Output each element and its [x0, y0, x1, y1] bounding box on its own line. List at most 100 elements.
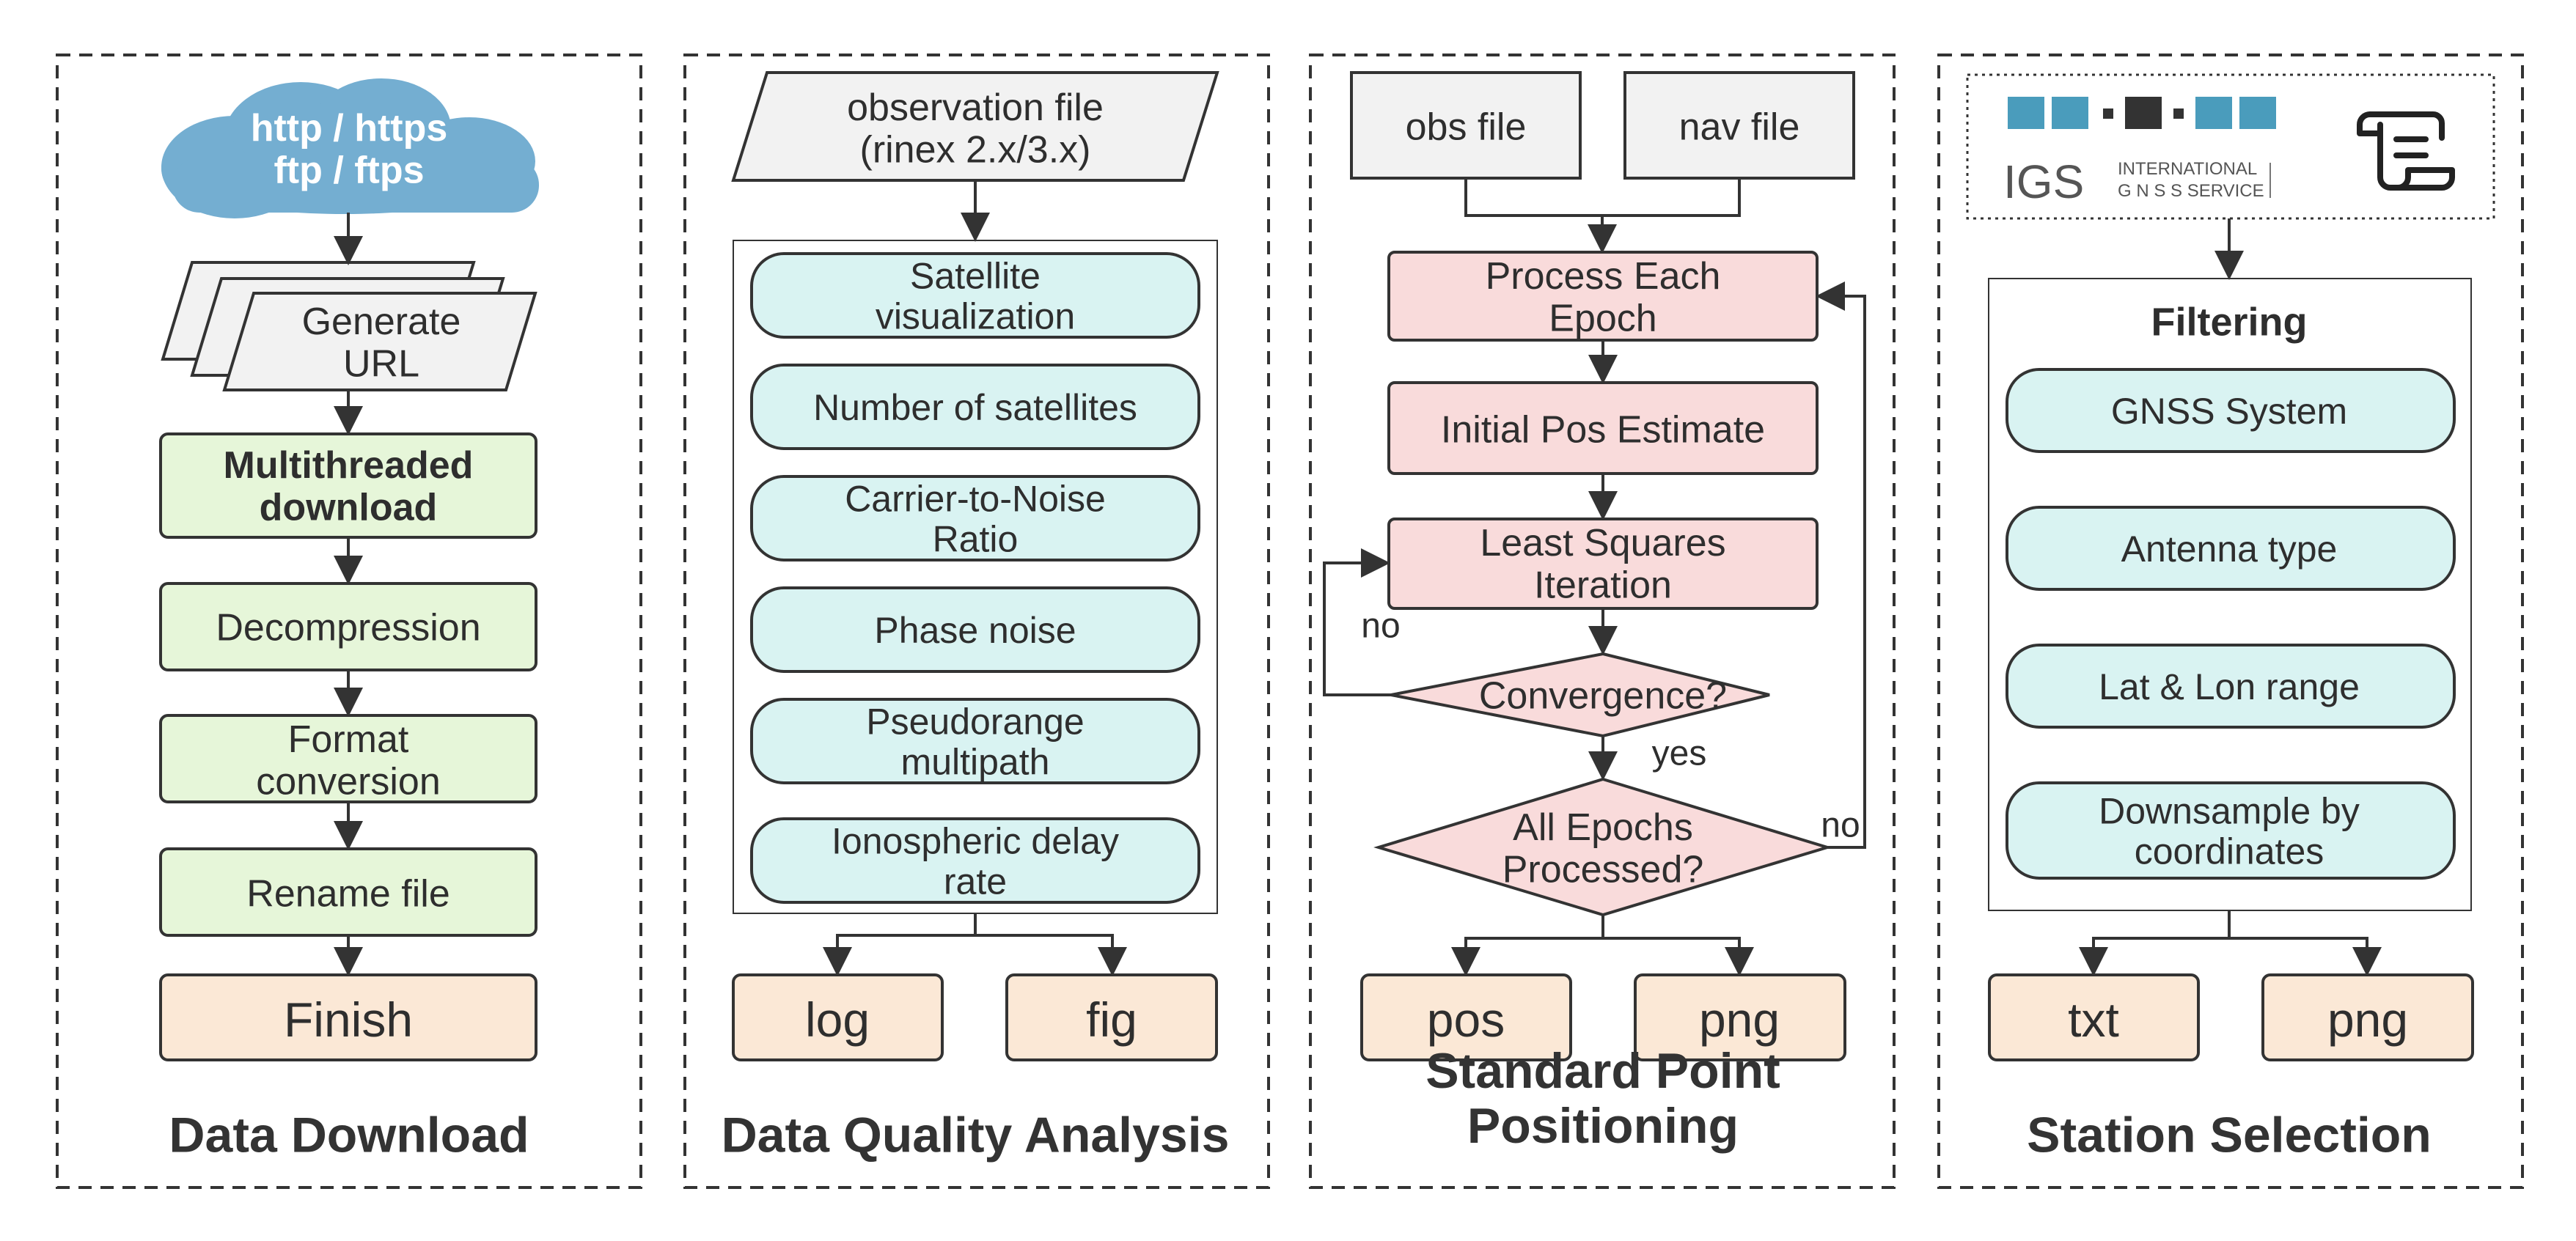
output-pos-label: pos — [1427, 993, 1505, 1047]
filtering-title: Filtering — [2151, 300, 2308, 344]
panel-3-title: Standard Point — [1425, 1043, 1780, 1099]
igs-logo-subtext: G N S S SERVICE — [2118, 181, 2264, 201]
multithread-label: Multithreaded — [224, 444, 474, 487]
panel-4-frame — [1937, 54, 2524, 1189]
arrow-all-pos — [1451, 915, 1604, 976]
all-epochs-label: All Epochs — [1513, 806, 1693, 849]
quality-item-label: Pseudorange — [866, 701, 1084, 743]
lsq-label: Iteration — [1534, 564, 1672, 606]
epoch-label: Epoch — [1549, 297, 1656, 339]
scroll-icon — [2357, 111, 2455, 191]
output-fig-label: fig — [1086, 993, 1137, 1047]
arrow-filter-txt — [2079, 910, 2231, 976]
arrow-all-png — [1603, 937, 1754, 976]
nav-file-label: nav file — [1679, 106, 1800, 149]
filter-item-4 — [2006, 781, 2456, 880]
igs-logo-square — [2195, 97, 2232, 129]
format-label: conversion — [256, 760, 440, 803]
scroll-icon-curl — [2357, 111, 2383, 136]
panel-1-frame — [56, 54, 642, 1189]
rename-label: Rename file — [246, 873, 449, 916]
quality-item-label: rate — [944, 861, 1007, 902]
quality-item-6 — [750, 817, 1200, 904]
cloud-base — [172, 158, 539, 213]
filter-item-1 — [2006, 368, 2456, 453]
cloud-shape — [161, 78, 539, 218]
quality-item-label: multipath — [901, 742, 1050, 783]
quality-item-2 — [750, 364, 1200, 450]
observation-file-shape — [731, 71, 1219, 182]
igs-logo-square — [2173, 108, 2184, 119]
shapes-layer — [56, 54, 2524, 1189]
no-label-2: no — [1821, 806, 1860, 844]
filter-item-label: GNSS System — [2111, 391, 2347, 432]
output-png-label-station: png — [2327, 993, 2408, 1047]
quality-item-label: Phase noise — [874, 610, 1076, 651]
url-sheet-front — [222, 292, 537, 391]
observation-file-label: observation file — [847, 86, 1104, 129]
quality-item-label: Satellite — [910, 256, 1041, 297]
arrow-filter-png — [2229, 937, 2382, 976]
panel-2-title: Data Quality Analysis — [722, 1107, 1230, 1163]
igs-logo-square — [2125, 97, 2162, 129]
arrow-convergence-no — [1323, 548, 1391, 696]
line-nav-merge — [1602, 178, 1741, 217]
cloud-label-white: ftp / ftps — [274, 149, 424, 191]
observation-file-label: (rinex 2.x/3.x) — [860, 128, 1091, 171]
decompress-label: Decompression — [216, 607, 480, 649]
all-epochs-label: Processed? — [1502, 848, 1704, 891]
epoch-label: Process Each — [1486, 255, 1721, 298]
igs-logo-square — [2103, 108, 2113, 119]
convergence-label: Convergence? — [1479, 675, 1727, 718]
filter-item-label: Antenna type — [2121, 529, 2338, 570]
quality-item-label: Number of satellites — [813, 387, 1137, 428]
arrow-group-fig — [975, 934, 1127, 976]
arrow-all-no — [1816, 281, 1866, 849]
igs-logo-subtext: INTERNATIONAL — [2118, 159, 2257, 179]
filter-item-label: Downsample by — [2099, 791, 2360, 832]
panel-3-frame — [1309, 54, 1896, 1189]
quality-group-frame — [733, 240, 1218, 914]
arrow-group-log — [823, 913, 977, 976]
scroll-icon-top — [2367, 111, 2445, 141]
quality-item-label: Ratio — [933, 519, 1019, 560]
connectors-layer — [334, 178, 2382, 976]
panel-1-title: Data Download — [169, 1107, 529, 1163]
no-label-1: no — [1361, 606, 1400, 645]
multithread-label: download — [260, 486, 438, 529]
url-label: Generate — [302, 301, 461, 343]
obs-file-label: obs file — [1406, 106, 1527, 149]
cloud-label-white: http / https — [251, 107, 448, 150]
filter-item-label: coordinates — [2135, 831, 2324, 872]
nav-file-box — [1623, 71, 1855, 180]
panel-2-frame — [683, 54, 1270, 1189]
initial-label: Initial Pos Estimate — [1441, 409, 1765, 452]
igs-logo-square — [2052, 97, 2088, 129]
panel-3-title: Positioning — [1467, 1098, 1739, 1154]
output-log-label: log — [805, 993, 870, 1047]
scroll-icon-body — [2377, 122, 2455, 191]
filter-item-2 — [2006, 506, 2456, 591]
quality-item-5 — [750, 698, 1200, 784]
finish-label: Finish — [284, 993, 413, 1047]
yes-label: yes — [1652, 734, 1707, 773]
igs-logo-square — [2008, 97, 2044, 129]
quality-item-1 — [750, 252, 1200, 339]
quality-item-label: Ionospheric delay — [832, 821, 1119, 862]
url-label: URL — [343, 342, 419, 385]
lsq-label: Least Squares — [1480, 522, 1725, 564]
quality-item-label: Carrier-to-Noise — [845, 479, 1106, 520]
panel-4-title: Station Selection — [2027, 1107, 2432, 1163]
filter-item-label: Lat & Lon range — [2099, 666, 2360, 707]
quality-item-3 — [750, 475, 1200, 561]
output-png-label-spp: png — [1699, 993, 1780, 1047]
filter-item-3 — [2006, 644, 2456, 729]
format-label: Format — [288, 718, 409, 761]
obs-file-box — [1350, 71, 1582, 180]
quality-item-4 — [750, 586, 1200, 673]
igs-logo-square — [2239, 97, 2276, 129]
quality-item-label: visualization — [876, 296, 1075, 337]
